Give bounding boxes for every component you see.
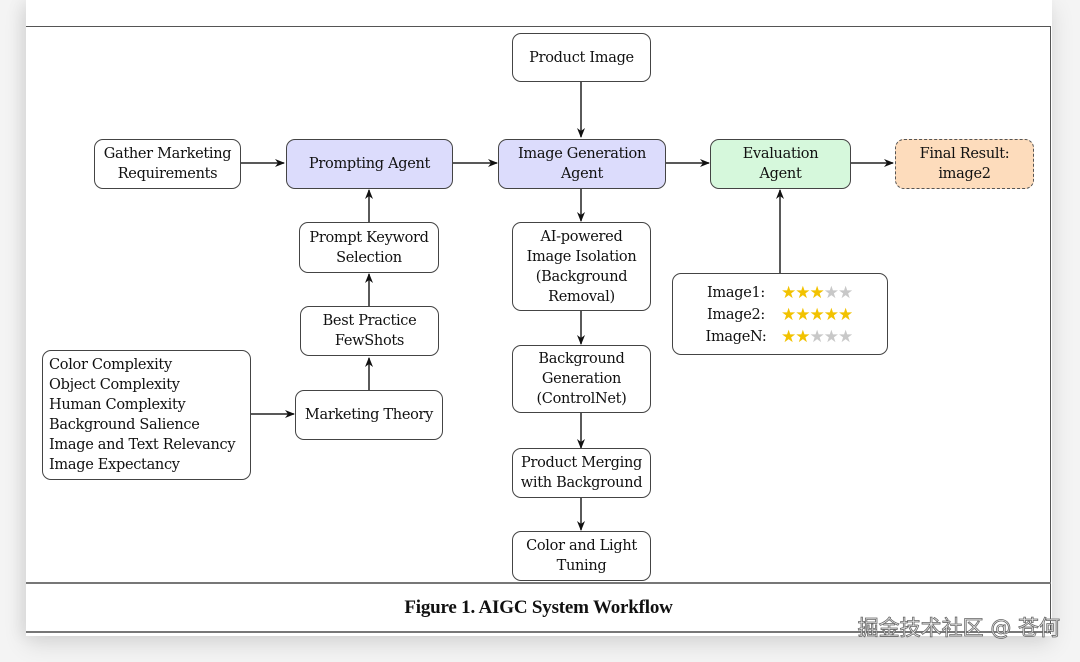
rating-row: Image1: ★★★★★ [691,283,853,303]
star-empty-icon: ★ [809,327,825,347]
star-filled-icon: ★ [838,305,853,325]
marketing-factor: Image Expectancy [49,457,180,473]
marketing-factor: Human Complexity [49,397,186,413]
star-empty-icon: ★ [838,327,853,347]
star-filled-icon: ★ [809,305,825,325]
figure-frame-right [1050,26,1051,634]
node-product-merging-label: Product Merging with Background [520,455,643,491]
node-evaluation-agent: Evaluation Agent [710,139,851,189]
marketing-factor: Color Complexity [49,357,172,373]
node-best-practice-fewshots: Best Practice FewShots [300,306,439,356]
rating-label: Image1: [707,285,765,301]
star-filled-icon: ★ [809,283,825,303]
node-prompt-keyword-selection-label: Prompt Keyword Selection [309,229,429,266]
node-image-isolation-label: AI-powered Image Isolation (Background R… [526,228,637,305]
figure-caption: Figure 1. AIGC System Workflow [404,596,673,618]
marketing-factors-list: Color Complexity Object Complexity Human… [49,355,236,475]
node-image-ratings: Image1: ★★★★★ Image2: ★★★★★ ImageN: ★★★★… [672,273,888,355]
node-image-generation-agent: Image Generation Agent [498,139,666,189]
star-empty-icon: ★ [823,283,839,303]
figure-frame-top [26,26,1051,27]
node-gather-requirements: Gather Marketing Requirements [94,139,241,189]
star-filled-icon: ★ [795,305,810,325]
node-marketing-theory: Marketing Theory [295,390,443,440]
star-filled-icon: ★ [781,283,796,303]
star-rating: ★★★★★ [781,305,853,325]
node-product-image: Product Image [512,33,651,82]
watermark: 掘金技术社区 @ 苍何 [857,616,1060,641]
node-color-light-tuning: Color and Light Tuning [512,531,651,581]
node-evaluation-agent-label: Evaluation Agent [742,146,819,182]
rating-label: Image2: [707,307,765,323]
node-prompting-agent: Prompting Agent [286,139,453,189]
star-rating: ★★★★★ [781,283,853,303]
rating-row: ImageN: ★★★★★ [691,327,854,347]
node-color-light-tuning-label: Color and Light Tuning [526,538,637,574]
node-image-generation-agent-label: Image Generation Agent [518,146,646,182]
star-empty-icon: ★ [823,327,839,347]
star-filled-icon: ★ [795,327,810,347]
node-best-practice-fewshots-label: Best Practice FewShots [322,313,417,349]
node-prompting-agent-label: Prompting Agent [308,156,431,172]
rating-row: Image2: ★★★★★ [691,305,853,325]
node-marketing-factors: Color Complexity Object Complexity Human… [42,350,251,480]
star-filled-icon: ★ [795,283,810,303]
node-background-generation: Background Generation (ControlNet) [512,345,651,413]
star-filled-icon: ★ [823,305,839,325]
star-rating: ★★★★★ [781,327,853,347]
node-image-isolation: AI-powered Image Isolation (Background R… [512,222,651,311]
node-final-result: Final Result: image2 [895,139,1034,189]
marketing-factor: Object Complexity [49,377,180,393]
marketing-factor: Image and Text Relevancy [49,437,236,453]
caption-divider-top [26,582,1051,584]
node-final-result-label: Final Result: image2 [919,146,1010,182]
node-product-merging: Product Merging with Background [512,448,651,498]
node-marketing-theory-label: Marketing Theory [304,407,434,423]
star-filled-icon: ★ [781,305,796,325]
caption-divider-bottom [26,631,1051,633]
node-product-image-label: Product Image [529,49,634,66]
rating-label: ImageN: [705,329,767,345]
node-background-generation-label: Background Generation (ControlNet) [536,351,627,407]
star-filled-icon: ★ [781,327,796,347]
star-empty-icon: ★ [838,283,853,303]
node-gather-requirements-label: Gather Marketing Requirements [103,146,232,182]
marketing-factor: Background Salience [49,417,200,433]
node-prompt-keyword-selection: Prompt Keyword Selection [299,222,439,273]
